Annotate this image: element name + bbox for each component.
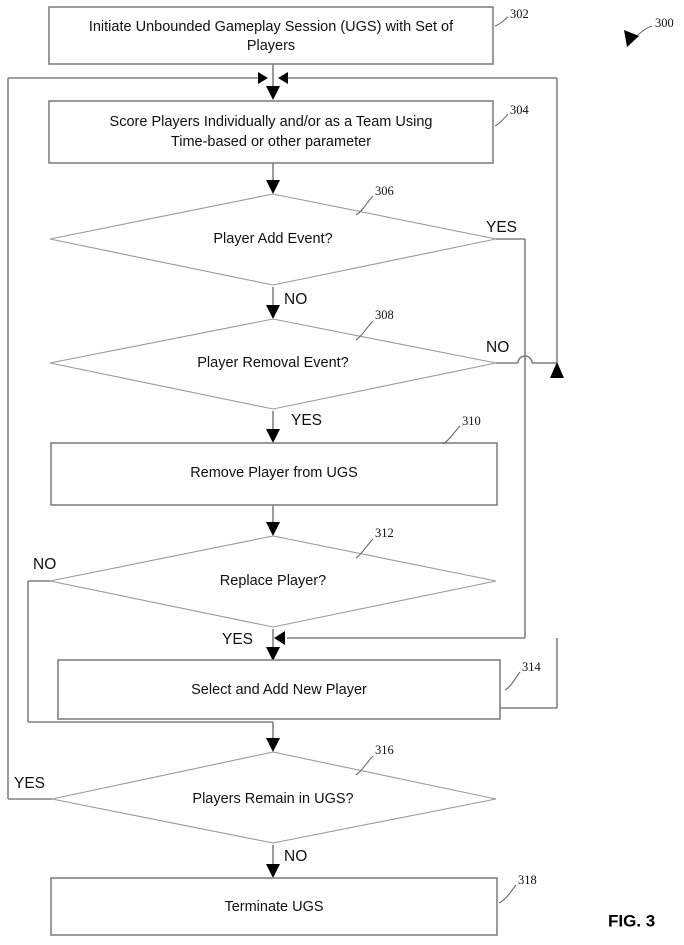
edge-label-306-yes: YES bbox=[486, 219, 517, 236]
edge-label-308-yes: YES bbox=[291, 412, 322, 429]
node-314-ref-leader bbox=[504, 671, 521, 691]
node-302-shape bbox=[48, 6, 494, 65]
node-306-ref: 306 bbox=[375, 184, 394, 198]
edge-label-312-no: NO bbox=[33, 556, 56, 573]
node-302-ref: 302 bbox=[510, 7, 529, 21]
node-316-ref-leader bbox=[355, 755, 374, 776]
node-312[interactable]: Replace Player? 312 NO YES bbox=[33, 526, 497, 648]
node-302-label-line2: Players bbox=[247, 38, 295, 54]
node-304-label-line1: Score Players Individually and/or as a T… bbox=[110, 114, 433, 130]
node-314-label: Select and Add New Player bbox=[191, 682, 367, 698]
node-308[interactable]: Player Removal Event? 308 NO YES bbox=[49, 308, 509, 429]
node-316-shape bbox=[51, 751, 497, 844]
arrowhead-into-308 bbox=[266, 305, 280, 319]
edge-label-316-no: NO bbox=[284, 848, 307, 865]
connector-lines bbox=[7, 64, 558, 876]
node-304-ref-leader bbox=[494, 113, 509, 127]
node-316-label: Players Remain in UGS? bbox=[192, 791, 353, 807]
node-316-ref: 316 bbox=[375, 743, 394, 757]
edge-label-306-no: NO bbox=[284, 291, 307, 308]
node-304-ref: 304 bbox=[510, 103, 530, 117]
node-318[interactable]: Terminate UGS 318 bbox=[50, 873, 537, 936]
arrowhead-into-312 bbox=[266, 522, 280, 536]
arrowhead-left-junction bbox=[258, 72, 268, 84]
node-318-ref-leader bbox=[498, 884, 517, 904]
arrow-heads bbox=[258, 72, 564, 878]
node-308-shape bbox=[49, 318, 497, 410]
sheet-reference-300: 300 bbox=[624, 16, 674, 47]
node-308-ref-leader bbox=[355, 320, 374, 341]
sheet-ref-arrowhead bbox=[624, 30, 639, 47]
node-314-ref: 314 bbox=[522, 660, 542, 674]
edge-label-316-yes: YES bbox=[14, 775, 45, 792]
figure-label: FIG. 3 bbox=[608, 911, 655, 930]
edge-label-312-yes: YES bbox=[222, 631, 253, 648]
node-312-shape bbox=[49, 535, 497, 628]
node-318-ref: 318 bbox=[518, 873, 537, 887]
node-304[interactable]: Score Players Individually and/or as a T… bbox=[48, 100, 530, 164]
node-304-label-line2: Time-based or other parameter bbox=[171, 134, 371, 150]
arrowhead-up-right-loop bbox=[550, 362, 564, 378]
node-302[interactable]: Initiate Unbounded Gameplay Session (UGS… bbox=[48, 6, 529, 65]
edge-label-308-no: NO bbox=[486, 339, 509, 356]
arrowhead-into-310 bbox=[266, 429, 280, 443]
node-306-ref-leader bbox=[355, 195, 374, 216]
node-308-label: Player Removal Event? bbox=[197, 355, 349, 371]
node-312-label: Replace Player? bbox=[220, 573, 326, 589]
node-310-ref-leader bbox=[442, 425, 461, 445]
node-306[interactable]: Player Add Event? 306 YES NO bbox=[49, 184, 517, 308]
arrowhead-right-junction bbox=[278, 72, 288, 84]
node-302-ref-leader bbox=[494, 16, 509, 27]
node-312-ref: 312 bbox=[375, 526, 394, 540]
node-310-label: Remove Player from UGS bbox=[190, 465, 358, 481]
node-310-shape bbox=[50, 442, 498, 506]
node-314[interactable]: Select and Add New Player 314 bbox=[57, 659, 542, 720]
node-310-ref: 310 bbox=[462, 414, 481, 428]
node-316[interactable]: Players Remain in UGS? 316 YES NO bbox=[14, 743, 497, 865]
arrowhead-into-304 bbox=[266, 86, 280, 100]
node-306-label: Player Add Event? bbox=[213, 231, 332, 247]
node-302-label-line1: Initiate Unbounded Gameplay Session (UGS… bbox=[89, 19, 454, 35]
arrowhead-yes-merge-314 bbox=[274, 631, 285, 645]
node-318-shape bbox=[50, 877, 498, 936]
edge-308-no-line-hop bbox=[517, 355, 533, 364]
node-308-ref: 308 bbox=[375, 308, 394, 322]
node-318-label: Terminate UGS bbox=[224, 899, 323, 915]
arrowhead-into-316 bbox=[266, 738, 280, 752]
node-310[interactable]: Remove Player from UGS 310 bbox=[50, 414, 498, 506]
sheet-ref-number: 300 bbox=[655, 16, 674, 30]
node-306-shape bbox=[49, 193, 497, 286]
arrowhead-into-318 bbox=[266, 864, 280, 878]
node-304-shape bbox=[48, 100, 494, 164]
node-312-ref-leader bbox=[355, 538, 374, 559]
arrowhead-into-306 bbox=[266, 180, 280, 194]
node-314-shape bbox=[57, 659, 501, 720]
arrowhead-into-314 bbox=[266, 647, 280, 661]
